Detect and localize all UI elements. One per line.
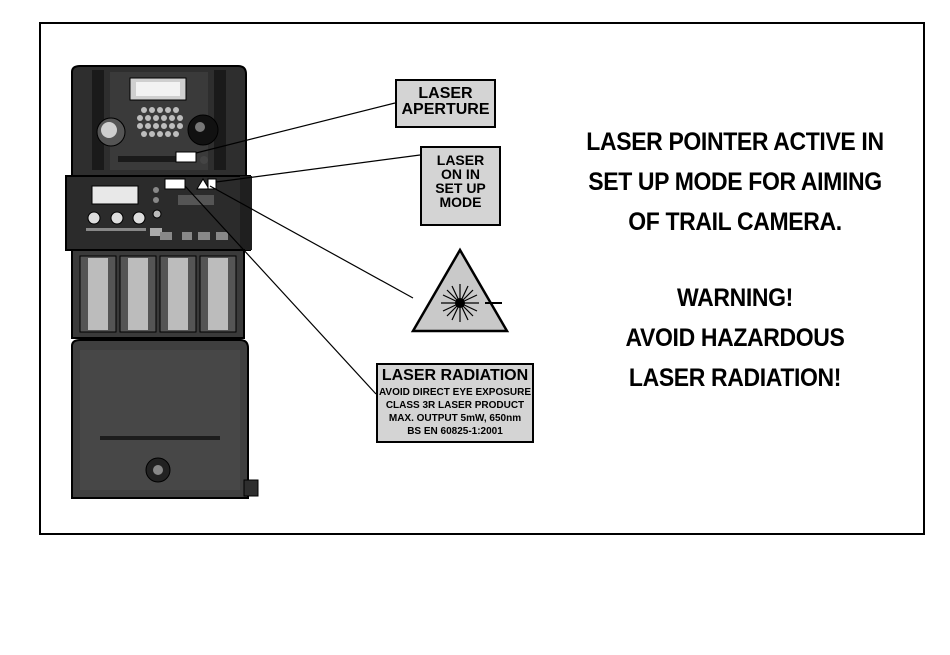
- label-line: ON IN: [422, 167, 499, 181]
- control-panel: [66, 176, 252, 250]
- laser-warning-triangle-icon: [413, 250, 507, 331]
- notice-line: WARNING!: [579, 278, 892, 318]
- notice-line: LASER POINTER ACTIVE IN: [579, 122, 892, 162]
- radiation-title: LASER RADIATION: [378, 368, 532, 384]
- label-line: APERTURE: [397, 102, 494, 118]
- notice-line: OF TRAIL CAMERA.: [579, 202, 892, 242]
- radiation-line: BS EN 60825-1:2001: [378, 425, 532, 438]
- laser-aperture-label: LASER APERTURE: [395, 79, 496, 128]
- mounting-tab: [244, 480, 258, 496]
- flash-unit: [130, 78, 186, 100]
- label-line: LASER: [422, 153, 499, 167]
- label-line: LASER: [397, 86, 494, 102]
- radiation-line: AVOID DIRECT EYE EXPOSURE: [378, 386, 532, 399]
- button-1: [88, 212, 100, 224]
- button-3: [133, 212, 145, 224]
- notice-line: SET UP MODE FOR AIMING: [579, 162, 892, 202]
- camera-lens: [188, 115, 218, 145]
- laser-radiation-label: LASER RADIATION AVOID DIRECT EYE EXPOSUR…: [376, 363, 534, 443]
- laser-aperture: [176, 152, 196, 162]
- button-2: [111, 212, 123, 224]
- notice-line: AVOID HAZARDOUS: [579, 318, 892, 358]
- hazard-warning-notice: WARNING! AVOID HAZARDOUS LASER RADIATION…: [579, 278, 892, 398]
- pir-sensor: [97, 118, 125, 146]
- radiation-line: CLASS 3R LASER PRODUCT: [378, 399, 532, 412]
- battery-compartment: [72, 250, 244, 338]
- lcd-display: [92, 186, 138, 204]
- notice-line: LASER RADIATION!: [579, 358, 892, 398]
- label-line: MODE: [422, 195, 499, 209]
- brand-logo: [178, 195, 214, 205]
- radiation-line: MAX. OUTPUT 5mW, 650nm: [378, 412, 532, 425]
- battery-door: [72, 340, 258, 498]
- laser-active-notice: LASER POINTER ACTIVE IN SET UP MODE FOR …: [579, 122, 892, 242]
- setup-mode-indicator: [165, 179, 185, 189]
- laser-on-setup-label: LASER ON IN SET UP MODE: [420, 146, 501, 226]
- aperture-screw: [200, 156, 208, 164]
- label-line: SET UP: [422, 181, 499, 195]
